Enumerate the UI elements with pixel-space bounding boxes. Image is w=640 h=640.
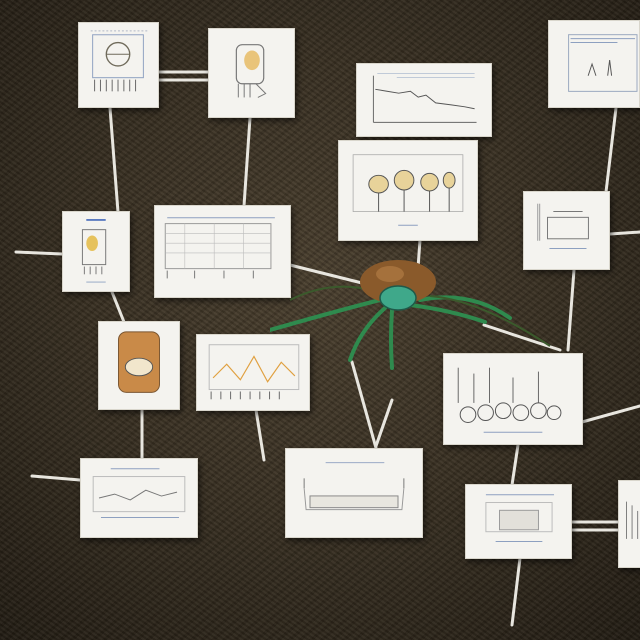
graph-sketch-icon	[568, 34, 638, 92]
card-sketch-device	[78, 22, 159, 108]
card-sketch-gauge	[62, 211, 130, 292]
sofa-sketch-icon	[303, 462, 405, 511]
device-sketch-icon	[90, 30, 148, 92]
cells-sketch-icon	[457, 367, 562, 433]
box-sketch-icon	[537, 203, 589, 250]
card-sketch-graph-right	[548, 20, 640, 108]
card-sketch-cells	[443, 353, 583, 445]
table-sketch-icon	[164, 217, 275, 279]
zigzag-chart-sketch-icon	[208, 344, 300, 400]
gauge-sketch-icon	[81, 218, 107, 283]
card-sketch-bottle	[208, 28, 295, 118]
block-chart-sketch-icon	[485, 494, 555, 542]
line-chart-sketch-icon	[372, 73, 477, 123]
card-zigzag-chart	[196, 334, 310, 411]
card-sketch-edge	[618, 480, 640, 568]
insect-creature-icon	[270, 260, 551, 370]
card-table-chart	[154, 205, 291, 298]
card-bar-chart-left	[80, 458, 198, 538]
bar-chart-sketch-icon	[92, 468, 186, 518]
bottle-sketch-icon	[235, 44, 267, 98]
capsule-sketch-icon	[118, 331, 160, 393]
card-sketch-box	[523, 191, 610, 270]
edge-sketch-icon	[626, 501, 639, 539]
card-block-chart	[465, 484, 572, 559]
card-line-chart	[356, 63, 492, 137]
card-sketch-capsule	[98, 321, 180, 410]
card-sofa-sketch	[285, 448, 423, 538]
card-sketch-lamps	[338, 140, 478, 241]
lamps-sketch-icon	[352, 154, 464, 226]
